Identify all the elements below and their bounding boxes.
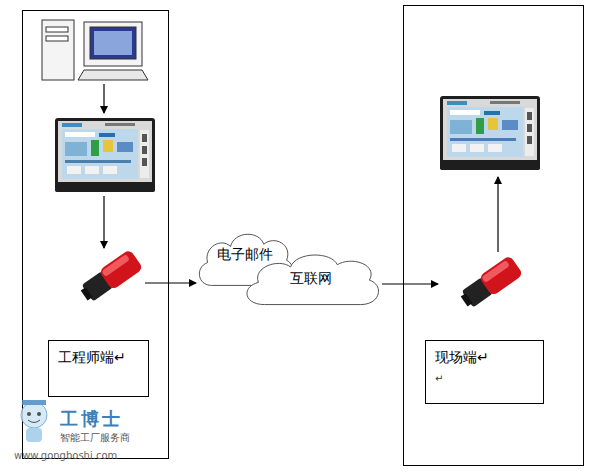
watermark-url: www.gongboshi.com <box>14 450 117 461</box>
hmi-panel <box>440 96 540 170</box>
usb-stick <box>457 255 523 311</box>
flow-arrow <box>104 84 498 284</box>
node-text: 工程师端↵ <box>58 348 139 366</box>
cloud-shape: 互联网 <box>238 247 384 309</box>
logo-mascot <box>21 400 47 442</box>
watermark-slogan: 智能工厂服务商 <box>60 431 130 445</box>
label-box: 现场端↵ ↵ <box>425 340 544 404</box>
label-box: 工程师端↵ <box>48 340 149 397</box>
node-text: ↵ <box>435 370 534 388</box>
usb-stick <box>77 249 143 305</box>
box-outline <box>48 340 149 397</box>
node-text: 互联网 <box>290 269 332 287</box>
computer-icon <box>42 20 148 80</box>
hmi-panel <box>55 118 155 192</box>
node-text: 电子邮件 <box>217 245 273 263</box>
watermark-brand: 工博士 <box>60 407 123 431</box>
node-text: 现场端↵ <box>435 348 534 366</box>
